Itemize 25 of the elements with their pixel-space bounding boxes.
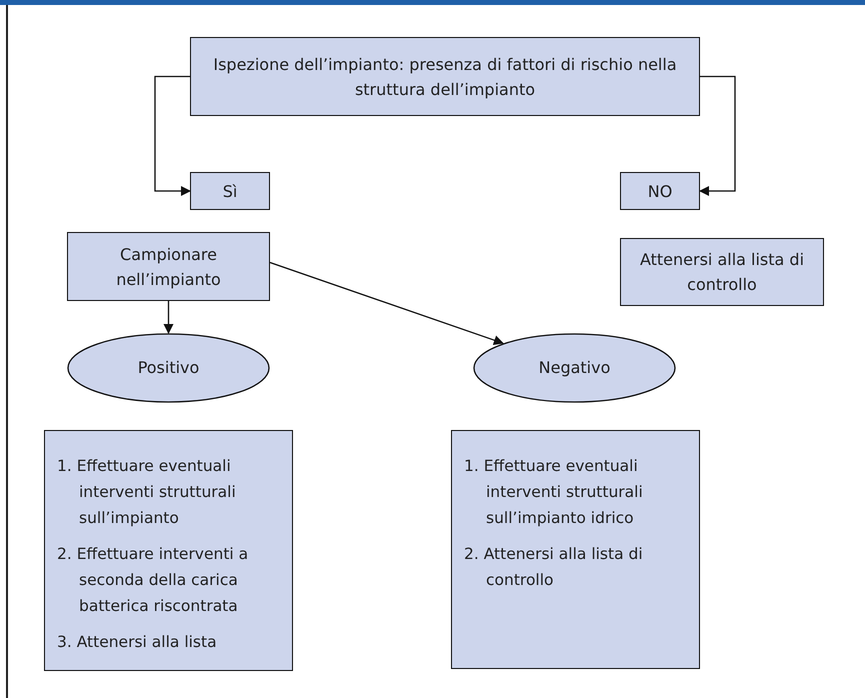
node-text: Negativo	[538, 357, 610, 379]
process-box	[620, 172, 700, 210]
outcome-ellipse	[473, 333, 676, 403]
process-box	[190, 172, 270, 210]
node-text: Campionare nell’impianto	[115, 244, 222, 290]
node-text: NO	[648, 180, 672, 202]
action-list-box	[451, 430, 700, 669]
arrow	[270, 262, 504, 345]
list-item: 1. Effettuare eventuali interventi strutturali sull’impianto	[57, 456, 237, 529]
list-item: 2. Effettuare interventi a seconda della carica batterica riscontrata	[57, 544, 250, 617]
list-item: 3. Attenersi alla lista	[57, 632, 218, 653]
arrow	[154, 76, 191, 196]
list-item: 1. Effettuare eventuali interventi strutturali sull’impianto idrico	[464, 456, 644, 529]
arrow	[164, 301, 174, 334]
node-text: Ispezione dell’impianto: presenza di fattori di rischio nella struttura dell’impianto	[212, 54, 678, 100]
outcome-ellipse	[67, 333, 270, 403]
process-box	[190, 37, 700, 116]
node-text: Positivo	[138, 357, 200, 379]
process-box	[620, 238, 824, 306]
process-box	[67, 232, 270, 301]
arrow	[699, 76, 736, 196]
node-text: Sì	[222, 180, 238, 202]
list-item: 2. Attenersi alla lista di controllo	[464, 544, 644, 591]
action-list-box	[44, 430, 293, 671]
node-text: Attenersi alla lista di controllo	[638, 249, 806, 296]
